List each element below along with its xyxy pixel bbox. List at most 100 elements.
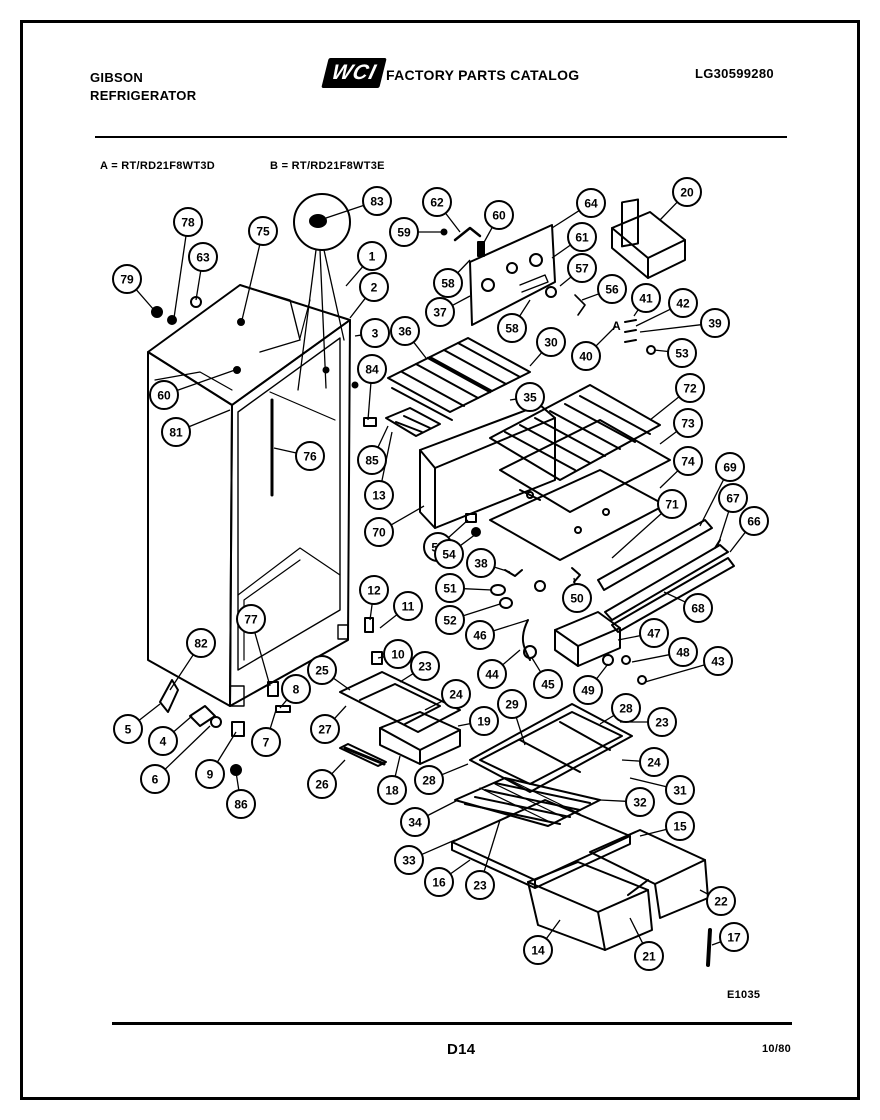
callout-58b: 58	[497, 313, 527, 343]
header-rule	[95, 136, 787, 138]
callout-circle	[414, 765, 444, 795]
callout-number: 85	[365, 454, 379, 468]
callout-4: 4	[148, 726, 178, 756]
callout-32: 32	[625, 787, 655, 817]
catalog-title: FACTORY PARTS CATALOG	[386, 67, 580, 83]
leader-line-79	[135, 289, 155, 311]
callout-number: 30	[544, 336, 558, 350]
callout-53: 53	[667, 338, 697, 368]
leader-line-32	[599, 799, 627, 802]
leader-line-16	[450, 859, 471, 875]
callout-circle	[715, 452, 745, 482]
callout-86: 86	[226, 789, 256, 819]
callout-number: 56	[605, 283, 619, 297]
callout-circle	[739, 506, 769, 536]
callout-84: 84	[357, 354, 387, 384]
callout-number: 6	[152, 773, 159, 787]
callout-circle	[484, 200, 514, 230]
callout-number: 29	[505, 698, 519, 712]
leader-line-62	[445, 212, 461, 233]
callout-number: 47	[647, 627, 661, 641]
leader-line-1	[345, 266, 364, 287]
callout-number: 18	[385, 784, 399, 798]
callout-number: 73	[681, 417, 695, 431]
door-rail-drawing	[597, 519, 735, 633]
callout-circle	[567, 222, 597, 252]
callout-66: 66	[739, 506, 769, 536]
control-panel-drawing	[440, 224, 586, 326]
leader-line-21	[629, 917, 644, 944]
callout-49: 49	[573, 675, 603, 705]
callout-number: 66	[747, 515, 761, 529]
callout-29: 29	[497, 689, 527, 719]
callout-number: 42	[676, 297, 690, 311]
callout-circle	[112, 264, 142, 294]
callout-number: 81	[169, 426, 183, 440]
callout-number: 11	[402, 600, 415, 614]
callout-number: 84	[365, 363, 379, 377]
callout-17: 17	[719, 922, 749, 952]
light-fixture-detail	[293, 193, 351, 391]
callout-number: 68	[691, 602, 705, 616]
callout-number: 12	[367, 584, 381, 598]
callout-18: 18	[377, 775, 407, 805]
callout-11: 11	[393, 591, 423, 621]
callout-circle	[647, 707, 677, 737]
callout-73: 73	[673, 408, 703, 438]
leader-line-35	[509, 398, 517, 401]
callout-40: 40	[571, 341, 601, 371]
footer-rule	[112, 1022, 792, 1025]
callout-24b: 24	[639, 747, 669, 777]
leader-line-50	[573, 577, 576, 585]
illustration-code: E1035	[727, 989, 761, 1001]
callout-number: 2	[371, 281, 378, 295]
callout-23c: 23	[465, 870, 495, 900]
leader-line-82	[169, 654, 194, 691]
callout-circle	[362, 186, 392, 216]
leader-line-69	[699, 479, 725, 527]
callout-circle	[700, 308, 730, 338]
callout-number: 78	[181, 216, 195, 230]
fittings-drawing	[151, 296, 647, 713]
callout-number: 13	[372, 489, 386, 503]
callout-81: 81	[161, 417, 191, 447]
callout-82: 82	[186, 628, 216, 658]
callout-39: 39	[700, 308, 730, 338]
leader-line-20	[659, 201, 678, 221]
callout-circle	[657, 489, 687, 519]
leader-line-39	[639, 324, 702, 333]
callout-68: 68	[683, 593, 713, 623]
leader-line-71	[611, 512, 663, 559]
leader-line-45	[531, 657, 542, 673]
callout-circle	[465, 620, 495, 650]
callout-circle	[307, 655, 337, 685]
frame-top	[20, 20, 860, 23]
callout-circle	[665, 775, 695, 805]
callout-62: 62	[422, 187, 452, 217]
callout-number: 10	[391, 648, 405, 662]
callout-3: 3	[360, 318, 390, 348]
callout-circle	[576, 188, 606, 218]
callout-number: 22	[714, 895, 728, 909]
callout-circle	[236, 604, 266, 634]
callout-number: 74	[681, 455, 695, 469]
callout-44: 44	[477, 659, 507, 689]
callout-14: 14	[523, 935, 553, 965]
callout-circle	[424, 867, 454, 897]
leader-line-58a	[457, 259, 471, 274]
callout-28a: 28	[611, 693, 641, 723]
callout-number: 40	[579, 350, 593, 364]
callout-circle	[668, 288, 698, 318]
callout-number: 5	[125, 723, 132, 737]
leader-line-9	[216, 731, 237, 763]
leader-line-74	[659, 470, 679, 489]
callout-number: 17	[727, 931, 741, 945]
hinge-parts-drawing	[159, 679, 245, 776]
callout-64: 64	[576, 188, 606, 218]
callout-number: 14	[531, 944, 545, 958]
callout-number: 32	[633, 796, 647, 810]
leader-line-70	[390, 505, 425, 526]
callout-48: 48	[668, 637, 698, 667]
frame-left	[20, 20, 23, 1100]
callout-circle	[383, 639, 413, 669]
